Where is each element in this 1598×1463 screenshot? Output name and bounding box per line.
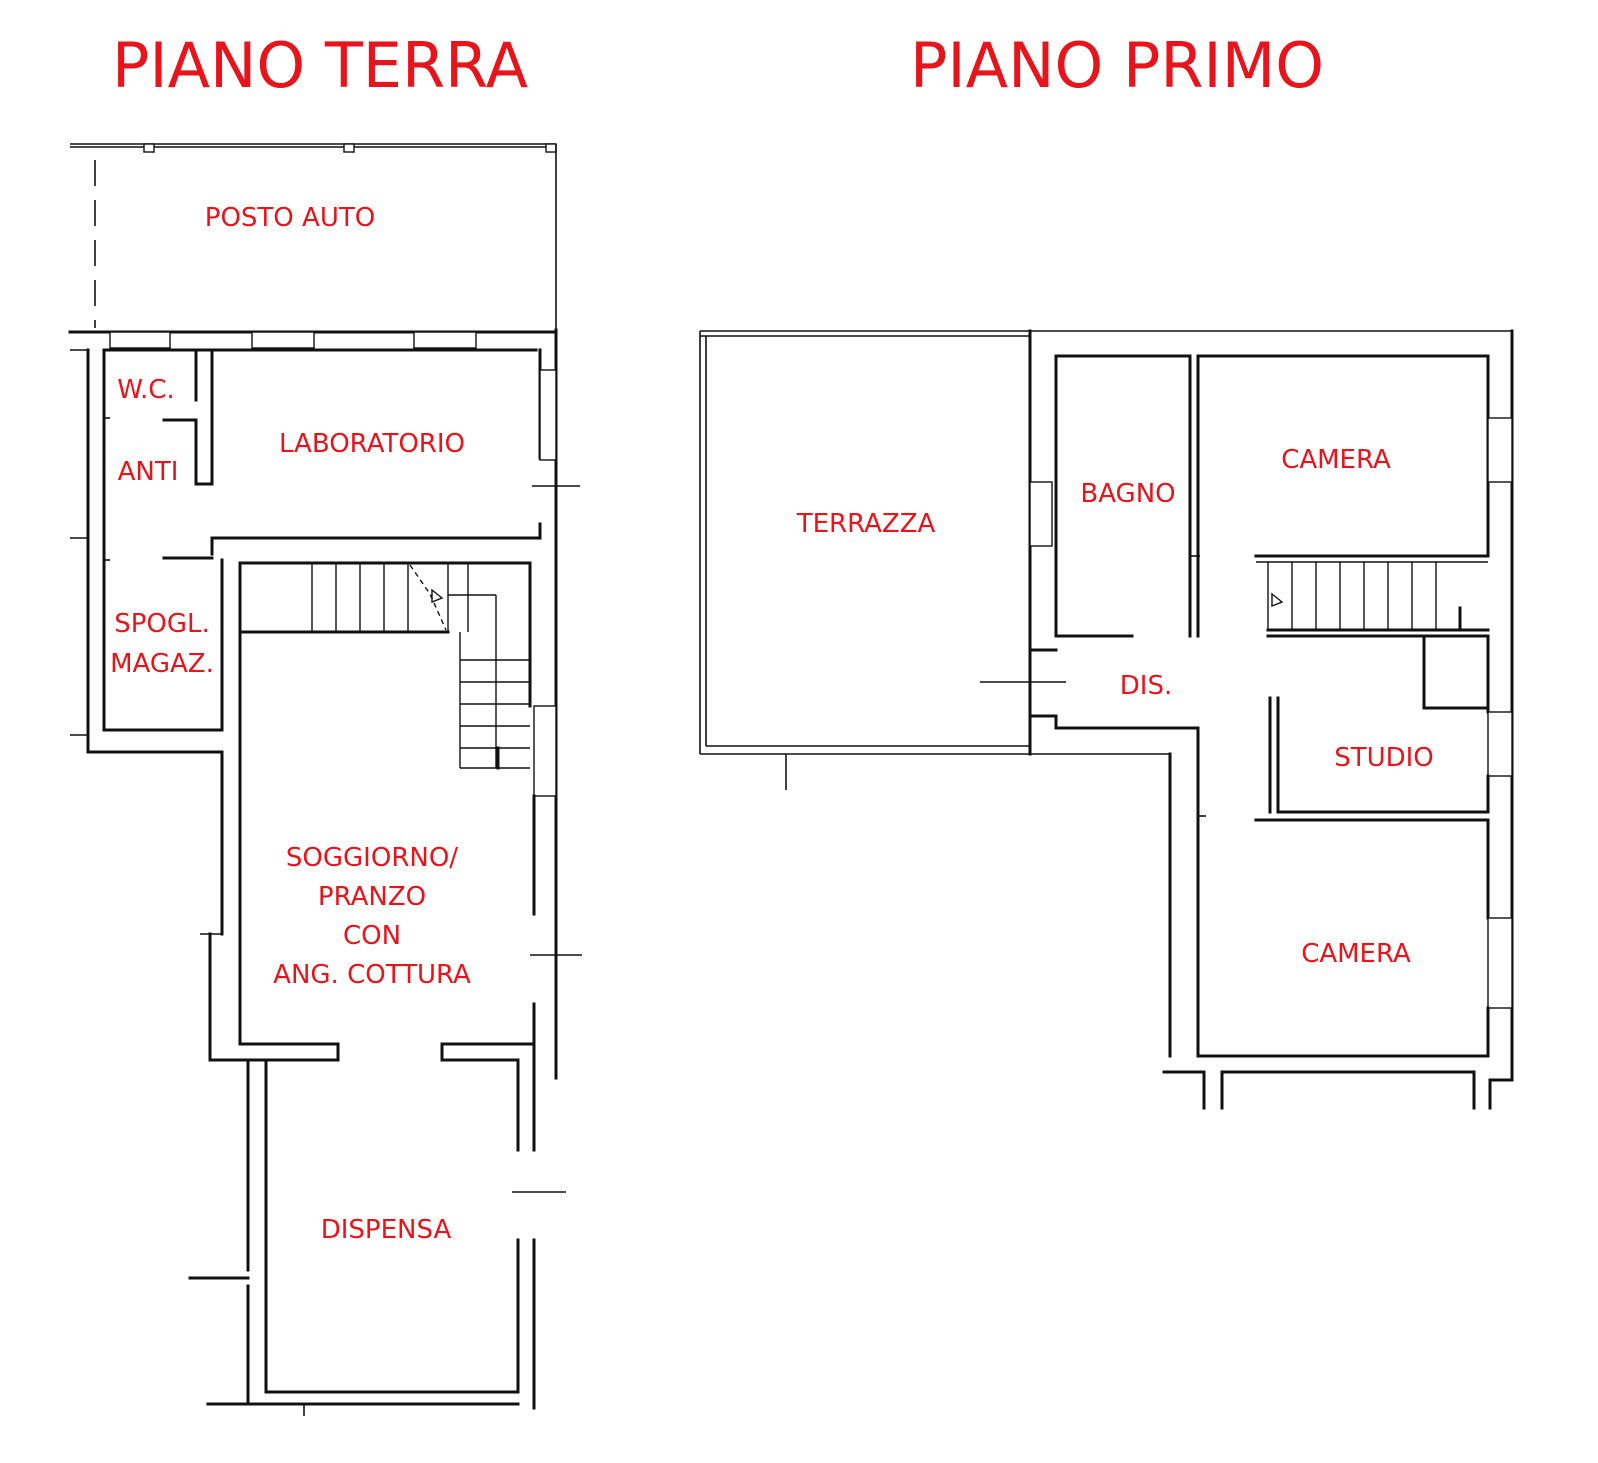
first-floor-title: PIANO PRIMO [910,29,1324,102]
room-label-bagno: BAGNO [1080,479,1175,509]
room-label-ang-cottura: ANG. COTTURA [273,960,471,990]
room-label-studio: STUDIO [1334,743,1434,773]
ground-floor-plan [68,143,582,1416]
first-floor-plan [699,329,1514,1110]
room-label-magazzino: MAGAZ. [110,649,214,679]
room-label-soggiorno: SOGGIORNO/ [286,843,458,873]
room-label-laboratorio: LABORATORIO [279,429,465,459]
first-floor-staircase [1266,562,1490,638]
room-label-camera-north: CAMERA [1281,445,1391,475]
room-label-disimpegno: DIS. [1120,671,1172,701]
room-label-wc: W.C. [117,375,174,405]
room-label-anti: ANTI [118,457,179,487]
room-label-terrazza: TERRAZZA [796,509,936,539]
room-label-posto-auto: POSTO AUTO [205,203,375,233]
room-label-pranzo: PRANZO [318,882,426,912]
room-label-con: CON [343,921,401,951]
ground-floor-staircase [311,563,530,770]
room-label-dispensa: DISPENSA [321,1215,452,1245]
room-label-camera-south: CAMERA [1301,939,1411,969]
ground-floor-title: PIANO TERRA [112,29,528,102]
room-label-spogliatoio: SPOGL. [114,609,210,639]
